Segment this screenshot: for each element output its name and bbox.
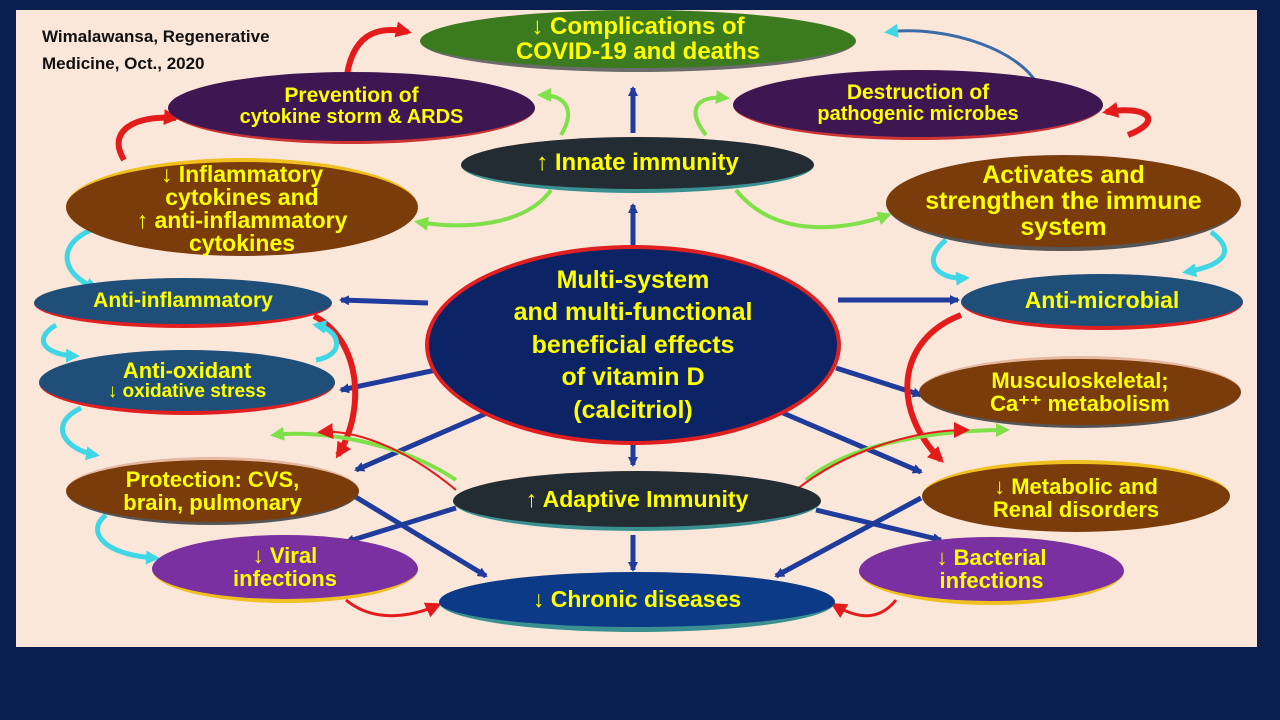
cyan-arrow-anti-inflammatory-to-anti-oxidant (40, 322, 80, 363)
red-arrow-viral-to-chronic (345, 598, 442, 618)
anti-oxidant-line-2: ↓ oxidative stress (107, 381, 267, 403)
green-arrow-adaptive-to-metabolic (804, 423, 1010, 482)
bacterial-infections-node: ↓ Bacterial infections (859, 537, 1124, 605)
arrow-adaptive-to-bacterial (815, 507, 943, 543)
bacterial-line-1: ↓ Bacterial (936, 544, 1047, 570)
citation-line-2: Medicine, Oct., 2020 (42, 54, 205, 74)
arrow-to-protection (354, 407, 495, 473)
anti-oxidant-line-1: Anti-oxidant (122, 357, 252, 383)
microbes-line-2: pathogenic microbes (817, 103, 1019, 126)
bacterial-line-2: infections (939, 568, 1044, 593)
musculoskeletal-line-1: Musculoskeletal; (991, 367, 1169, 393)
cyan-arrow-protection-to-viral (95, 513, 160, 565)
center-line-4: of vitamin D (561, 363, 705, 392)
cytokine-storm-node: Prevention of cytokine storm & ARDS (168, 72, 535, 144)
center-line-3: beneficial effects (531, 330, 735, 359)
citation: Wimalawansa, Regenerative Medicine, Oct.… (42, 23, 270, 77)
protection-node: Protection: CVS, brain, pulmonary (66, 457, 359, 525)
cytokine-storm-line-1: Prevention of (284, 83, 419, 107)
green-arrow-adaptive-to-protection (270, 426, 458, 482)
activates-line-1: Activates and (982, 160, 1145, 189)
inflammatory-cytokines-node: ↓ Inflammatory cytokines and ↑ anti-infl… (66, 158, 418, 256)
red-arrow-bacterial-to-chronic (830, 599, 898, 618)
chronic-diseases-node: ↓ Chronic diseases (439, 572, 835, 632)
red-arrow-anti-microbial-to-metabolic (904, 312, 963, 463)
green-arrow-innate-to-activates (734, 188, 892, 230)
red-small-arrows (317, 422, 970, 618)
inflammatory-line-1: ↓ Inflammatory (160, 161, 324, 187)
cyan-arrow-anti-oxidant-anti-inflammatory (312, 320, 340, 363)
metabolic-line-1: ↓ Metabolic and (994, 473, 1158, 499)
red-arrow-innate-adaptive-right (795, 422, 970, 491)
cyan-arrow-activates-anti-microbial-right (1182, 229, 1228, 278)
green-arrow-innate-to-inflammatory (414, 188, 553, 231)
arrow-to-anti-inflammatory (339, 295, 429, 306)
microbes-node: Destruction of pathogenic microbes (733, 70, 1103, 140)
red-arrow-innate-adaptive-left (317, 423, 457, 491)
viral-infections-node: ↓ Viral infections (152, 535, 418, 603)
activates-line-3: system (1020, 213, 1107, 242)
inflammatory-line-3: ↑ anti-inflammatory (136, 207, 348, 233)
metabolic-node: ↓ Metabolic and Renal disorders (922, 460, 1230, 532)
adaptive-label: ↑ Adaptive Immunity (525, 485, 749, 512)
complications-node: ↓ Complications of COVID-19 and deaths (420, 10, 856, 72)
center-line-5: (calcitriol) (573, 395, 693, 424)
activates-immune-node: Activates and strengthen the immune syst… (886, 155, 1241, 251)
cyan-arrow-inflammatory-to-anti-inflammatory (64, 227, 100, 292)
cyan-arrow-anti-oxidant-to-protection (59, 405, 100, 461)
center-node: Multi-system and multi-functional benefi… (425, 245, 841, 445)
musculoskeletal-line-2: Ca⁺⁺ metabolism (990, 391, 1170, 416)
microbes-line-1: Destruction of (846, 80, 990, 104)
slide-panel: Wimalawansa, Regenerative Medicine, Oct.… (16, 10, 1257, 647)
innate-label: ↑ Innate immunity (536, 149, 739, 177)
arrow-to-metabolic (775, 407, 923, 475)
protection-line-1: Protection: CVS, (125, 466, 300, 492)
arrows-layer (40, 21, 1228, 618)
citation-line-1: Wimalawansa, Regenerative (42, 27, 270, 46)
green-arrow-innate-to-cytokine-storm (537, 88, 571, 137)
inflammatory-line-4: cytokines (188, 230, 296, 256)
red-arrow-microbes-to-activates (1102, 102, 1152, 138)
anti-oxidant-node: Anti-oxidant ↓ oxidative stress (39, 350, 335, 415)
innate-immunity-node: ↑ Innate immunity (461, 137, 814, 193)
anti-microbial-label: Anti-microbial (1024, 286, 1180, 313)
chronic-label: ↓ Chronic diseases (532, 586, 742, 613)
anti-microbial-node: Anti-microbial (961, 274, 1243, 330)
anti-inflammatory-label: Anti-inflammatory (93, 288, 273, 312)
complications-line-2: COVID-19 and deaths (515, 38, 761, 65)
viral-line-2: infections (233, 566, 337, 591)
activates-line-2: strengthen the immune (925, 186, 1202, 215)
arrow-metabolic-to-chronic (774, 495, 923, 579)
adaptive-immunity-node: ↑ Adaptive Immunity (453, 471, 821, 531)
protection-line-2: brain, pulmonary (123, 490, 302, 515)
green-arrows (270, 88, 1010, 482)
red-arrow-inflammatory-to-cytokine (115, 109, 180, 162)
cytokine-storm-line-2: cytokine storm & ARDS (239, 106, 464, 129)
inflammatory-line-2: cytokines and (165, 184, 319, 210)
anti-inflammatory-node: Anti-inflammatory (34, 278, 332, 328)
center-line-2: and multi-functional (513, 298, 753, 327)
cyan-arrow-activates-to-anti-microbial (931, 238, 970, 286)
center-line-1: Multi-system (556, 265, 710, 294)
metabolic-line-2: Renal disorders (992, 497, 1160, 522)
viral-line-1: ↓ Viral (252, 542, 318, 568)
blue-arrows (339, 86, 960, 579)
complications-line-1: ↓ Complications of (531, 12, 745, 40)
cyan-arrows (40, 227, 1228, 565)
musculoskeletal-node: Musculoskeletal; Ca⁺⁺ metabolism (919, 356, 1241, 428)
green-arrow-innate-to-microbes (693, 90, 730, 137)
red-arrow-cytokine-to-complications (343, 21, 412, 83)
arrow-protection-to-chronic (352, 493, 488, 579)
